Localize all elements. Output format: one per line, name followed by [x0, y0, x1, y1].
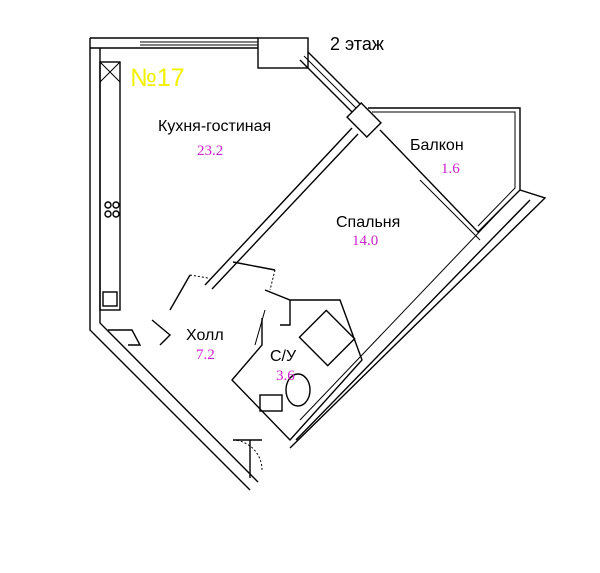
- entry-door: [233, 439, 262, 478]
- room-area-bedroom: 14.0: [352, 233, 379, 249]
- bedroom-door: [232, 261, 276, 271]
- unit-number: №17: [130, 64, 185, 92]
- facade-diagonal: [299, 51, 369, 119]
- right-facade: [289, 189, 547, 449]
- corner-shaft: [108, 329, 142, 346]
- top-wall: [90, 37, 258, 49]
- bathtub: [298, 309, 356, 367]
- room-name-bathroom: С/У: [270, 348, 297, 365]
- room-name-bedroom: Спальня: [336, 214, 401, 231]
- column: [346, 102, 382, 138]
- floor-label: 2 этаж: [330, 34, 384, 54]
- bathroom-door-swing: [254, 309, 266, 346]
- room-area-bathroom: 3.6: [276, 368, 295, 384]
- room-area-balcony: 1.6: [441, 161, 460, 177]
- balcony-rail: [419, 179, 481, 241]
- room-name-kitchen: Кухня-гостиная: [158, 118, 272, 135]
- kitchen-counter: [99, 61, 121, 311]
- outer-wall: [89, 38, 259, 491]
- window-pier: [257, 37, 309, 69]
- bathroom-walls: [231, 289, 363, 442]
- kitchen-door: [169, 274, 191, 311]
- toilet: [285, 373, 311, 407]
- room-area-hall: 7.2: [196, 347, 215, 363]
- room-name-balcony: Балкон: [410, 137, 464, 154]
- top-window: [140, 37, 258, 46]
- sink: [102, 291, 118, 307]
- partition-kitchen-bedroom: [204, 127, 359, 290]
- room-area-kitchen: 23.2: [197, 143, 224, 159]
- washbasin: [259, 394, 283, 412]
- stove-burner: [104, 201, 112, 209]
- room-name-hall: Холл: [186, 327, 224, 344]
